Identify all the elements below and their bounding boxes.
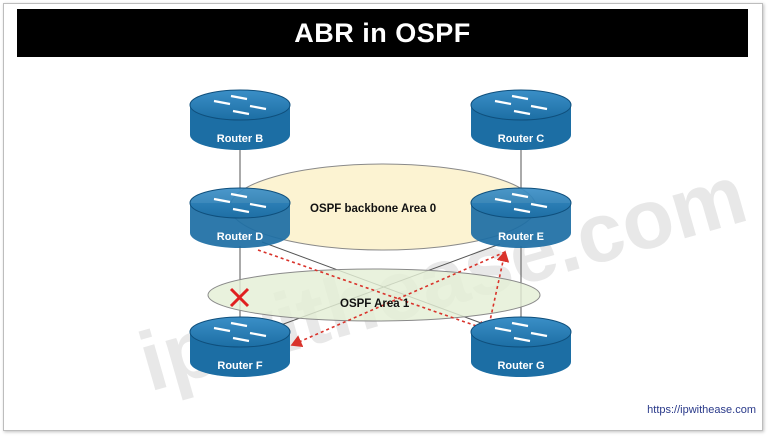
page-title: ABR in OSPF	[17, 9, 748, 57]
blocked-x-icon	[229, 287, 250, 308]
router-f[interactable]: Router F	[189, 316, 291, 377]
router-d[interactable]: Router D	[189, 187, 291, 248]
router-e-label: Router E	[498, 231, 544, 243]
router-e[interactable]: Router E	[470, 187, 572, 248]
router-c-label: Router C	[498, 133, 545, 145]
area1-label: OSPF Area 1	[340, 298, 410, 310]
router-b-label: Router B	[217, 133, 264, 145]
router-d-label: Router D	[217, 231, 264, 243]
router-g-label: Router G	[497, 360, 544, 372]
area1-region	[207, 268, 541, 322]
dotted-path-e-to-f	[290, 251, 506, 348]
dotted-path-d-to-g	[257, 249, 490, 333]
router-c[interactable]: Router C	[470, 89, 572, 150]
router-f-label: Router F	[217, 360, 263, 372]
router-g[interactable]: Router G	[470, 316, 572, 377]
dotted-path-g-to-e	[487, 250, 510, 331]
router-b[interactable]: Router B	[189, 89, 291, 150]
backbone-area-label: OSPF backbone Area 0	[310, 203, 436, 215]
source-url-link[interactable]: https://ipwithease.com	[647, 404, 756, 416]
